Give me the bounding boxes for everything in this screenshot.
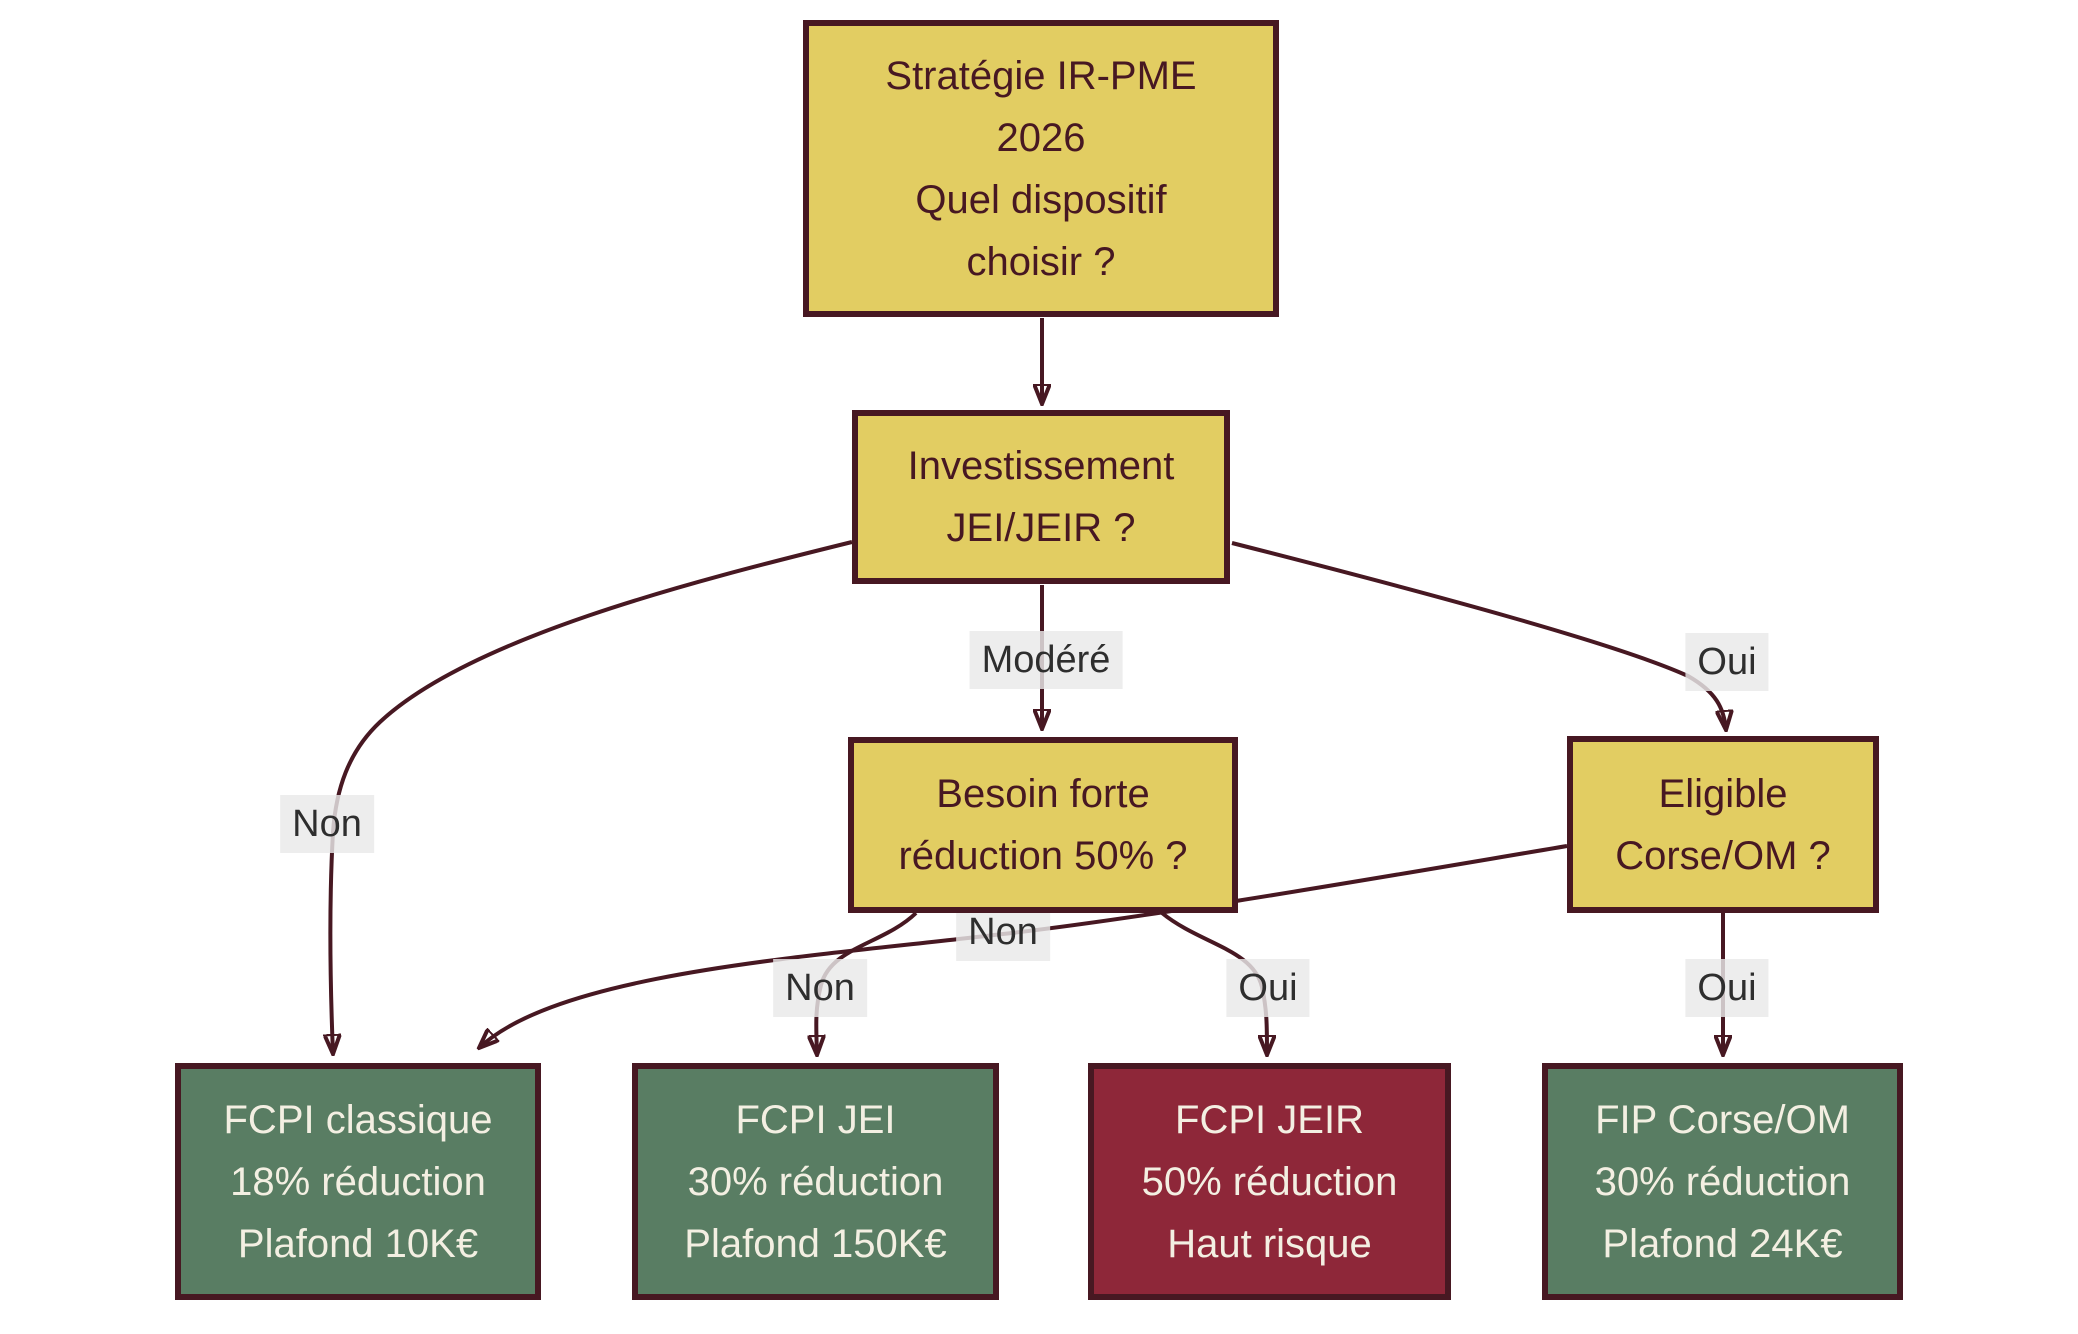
node-line: 50% réduction (1141, 1159, 1398, 1204)
node-besoin: Besoin forte réduction 50% ? (848, 737, 1238, 913)
edge-label-investissement-non: Non (280, 795, 374, 853)
node-line: Investissement (907, 444, 1175, 488)
node-line: Plafond 150K€ (684, 1221, 947, 1266)
node-line: Eligible (1658, 771, 1788, 816)
node-fcpi-jei: FCPI JEI 30% réduction Plafond 150K€ (632, 1063, 999, 1300)
node-fcpi-classique: FCPI classique 18% réduction Plafond 10K… (175, 1063, 541, 1300)
node-line: FIP Corse/OM (1595, 1097, 1850, 1142)
node-line: Corse/OM ? (1615, 833, 1831, 878)
node-fcpi-jeir: FCPI JEIR 50% réduction Haut risque (1088, 1063, 1451, 1300)
node-fip-corse: FIP Corse/OM 30% réduction Plafond 24K€ (1542, 1063, 1903, 1300)
node-line: Quel dispositif (915, 177, 1167, 222)
node-strategie: Stratégie IR-PME 2026 Quel dispositif ch… (803, 20, 1279, 317)
node-line: 2026 (996, 115, 1086, 160)
node-line: Haut risque (1167, 1221, 1372, 1266)
node-line: 30% réduction (1594, 1159, 1851, 1204)
edge-investissement-fcpi-classique (330, 540, 853, 1054)
edge-label-eligible-oui: Oui (1685, 959, 1769, 1017)
node-line: Plafond 24K€ (1602, 1221, 1843, 1266)
node-investissement: Investissement JEI/JEIR ? (852, 410, 1230, 584)
node-eligible: Eligible Corse/OM ? (1567, 736, 1879, 913)
node-line: FCPI JEIR (1175, 1097, 1364, 1142)
node-line: Plafond 10K€ (237, 1221, 479, 1266)
node-line: FCPI JEI (735, 1097, 896, 1142)
node-line: JEI/JEIR ? (946, 506, 1136, 550)
edge-label-besoin-oui: Oui (1226, 959, 1310, 1017)
node-line: 30% réduction (687, 1159, 944, 1204)
edge-investissement-eligible (1231, 541, 1726, 730)
node-line: 18% réduction (230, 1159, 486, 1204)
node-line: choisir ? (966, 239, 1116, 284)
node-line: Stratégie IR-PME (885, 53, 1197, 98)
node-line: Besoin forte (936, 772, 1150, 816)
node-line: réduction 50% ? (898, 834, 1188, 878)
edge-label-investissement-modere: Modéré (969, 631, 1123, 689)
edge-label-investissement-oui: Oui (1685, 633, 1769, 691)
node-line: FCPI classique (223, 1097, 493, 1142)
edge-label-besoin-non: Non (773, 959, 867, 1017)
